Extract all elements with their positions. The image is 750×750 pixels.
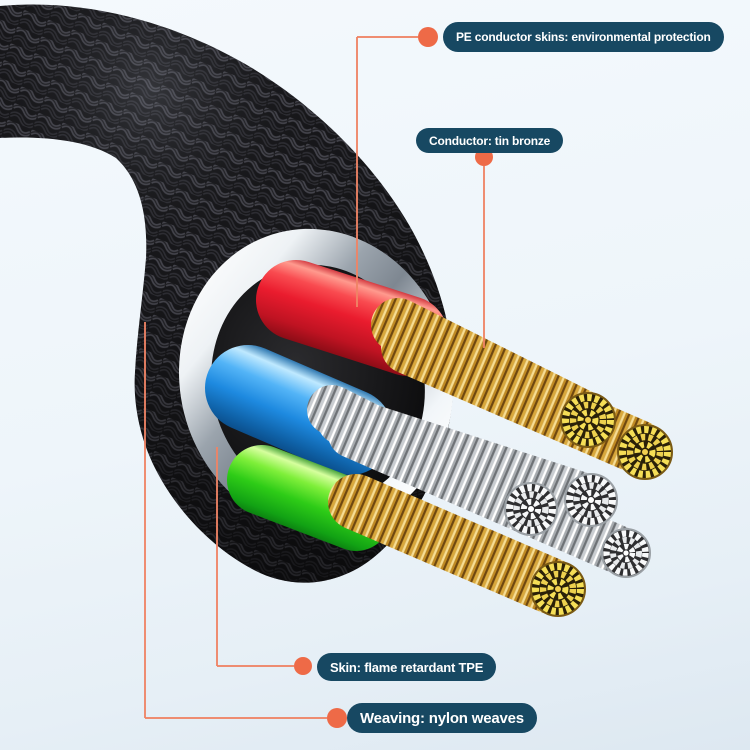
weaving-callout-line-h: [145, 717, 327, 719]
pe-skin-callout-line-v: [356, 37, 358, 307]
conductor-callout-line-v: [483, 166, 485, 348]
skin-label: Skin: flame retardant TPE: [317, 653, 497, 681]
skin-label-text: Skin: flame retardant TPE: [330, 659, 484, 675]
conductor-label: Conductor: tin bronze: [416, 128, 564, 153]
skin-callout-line-h: [217, 665, 294, 667]
pe-skin-callout-line-h: [357, 36, 418, 38]
pe-skin-label: PE conductor skins: environmental protec…: [443, 22, 724, 52]
conductor-end-silver-1: [504, 482, 558, 536]
pe-skin-callout-dot: [418, 27, 438, 47]
conductor-gold-rope-3: [328, 474, 579, 614]
pe-skin-label-text: PE conductor skins: environmental protec…: [456, 30, 711, 44]
conductor-label-text: Conductor: tin bronze: [429, 133, 551, 148]
skin-callout-dot: [294, 657, 312, 675]
conductor-end-gold-3: [530, 561, 586, 617]
conductor-end-silver-3: [601, 528, 651, 578]
weaving-callout-dot: [327, 708, 347, 728]
weaving-callout-line-v: [144, 322, 146, 718]
conductor-end-gold-1: [560, 392, 616, 448]
skin-callout-line-v: [216, 447, 218, 666]
conductor-silver-rope-3: [328, 410, 643, 574]
weaving-label-text: Weaving: nylon weaves: [360, 709, 524, 727]
conductor-end-silver-2: [564, 473, 618, 527]
weaving-label: Weaving: nylon weaves: [347, 703, 537, 733]
conductor-end-gold-2: [617, 424, 673, 480]
